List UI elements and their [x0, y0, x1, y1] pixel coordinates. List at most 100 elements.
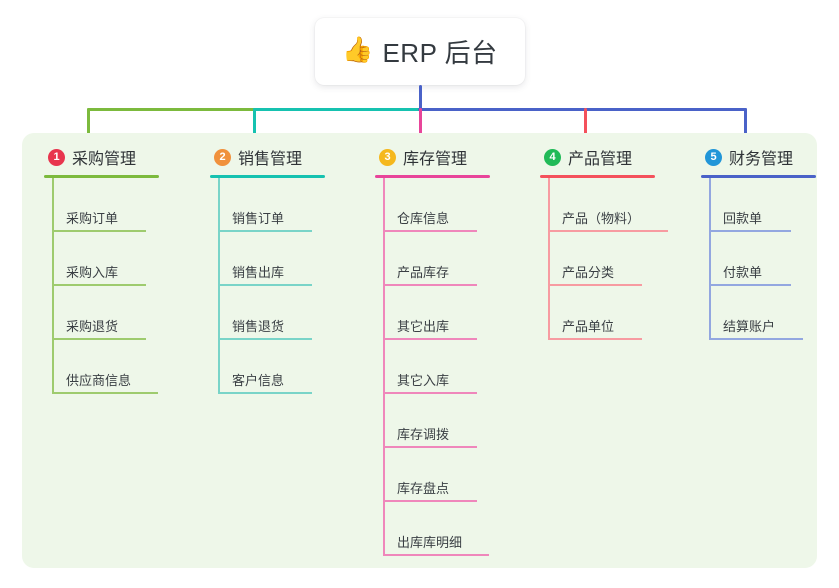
branch-header-product[interactable]: 4 产品管理 — [528, 145, 683, 169]
leaf-item[interactable]: 采购退货 — [54, 286, 162, 340]
leaf-item[interactable]: 供应商信息 — [54, 340, 162, 394]
leaf-item[interactable]: 其它入库 — [385, 340, 493, 394]
branch-header-finance[interactable]: 5 财务管理 — [689, 145, 839, 169]
leaf-label: 付款单 — [723, 265, 763, 280]
branch-header-purchasing[interactable]: 1 采购管理 — [32, 145, 187, 169]
leaf-rule — [385, 500, 477, 502]
leaf-item[interactable]: 付款单 — [711, 232, 819, 286]
leaf-rule — [54, 392, 158, 394]
root-title: ERP 后台 — [382, 38, 498, 68]
branch-spine-inventory — [383, 178, 385, 556]
leaf-label: 产品单位 — [562, 319, 615, 334]
leaf-item[interactable]: 产品分类 — [550, 232, 668, 286]
branch-badge-5: 5 — [705, 148, 722, 166]
leaf-item[interactable]: 结算账户 — [711, 286, 819, 340]
leaf-rule — [385, 446, 477, 448]
leaf-item[interactable]: 产品库存 — [385, 232, 493, 286]
leaf-item[interactable]: 回款单 — [711, 178, 819, 232]
branch-badge-3: 3 — [379, 148, 396, 166]
leaf-item[interactable]: 出库库明细 — [385, 502, 493, 556]
root-node[interactable]: 👍 ERP 后台 — [315, 18, 525, 85]
leaf-label: 客户信息 — [232, 373, 285, 388]
branch-rule-finance — [701, 175, 816, 178]
leaf-label: 采购订单 — [66, 211, 119, 226]
leaf-item[interactable]: 采购订单 — [54, 178, 162, 232]
branch-rule-sales — [210, 175, 325, 178]
leaf-rule — [220, 392, 312, 394]
leaf-label: 库存盘点 — [397, 481, 450, 496]
thumbs-up-icon: 👍 — [342, 36, 374, 64]
leaf-list-purchasing: 采购订单 采购入库 采购退货 供应商信息 — [32, 178, 162, 394]
leaf-list-finance: 回款单 付款单 结算账户 — [689, 178, 819, 340]
leaf-item[interactable]: 销售退货 — [220, 286, 328, 340]
branch-badge-4: 4 — [544, 148, 561, 166]
leaf-rule — [385, 230, 477, 232]
leaf-rule — [220, 284, 312, 286]
leaf-label: 采购退货 — [66, 319, 119, 334]
leaf-label: 结算账户 — [723, 319, 776, 334]
branch-purchasing: 1 采购管理 采购订单 采购入库 采购退货 供应商信息 — [32, 145, 187, 394]
leaf-label: 采购入库 — [66, 265, 119, 280]
leaf-label: 产品库存 — [397, 265, 450, 280]
leaf-item[interactable]: 库存调拨 — [385, 394, 493, 448]
leaf-item[interactable]: 销售出库 — [220, 232, 328, 286]
bus-segment-blue — [418, 108, 747, 111]
bus-segment-green — [87, 108, 255, 111]
branch-sales: 2 销售管理 销售订单 销售出库 销售退货 客户信息 — [198, 145, 353, 394]
leaf-rule — [550, 338, 642, 340]
leaf-item[interactable]: 产品单位 — [550, 286, 668, 340]
leaf-rule — [385, 338, 477, 340]
drop-sales — [253, 108, 256, 145]
branch-title-finance: 财务管理 — [729, 151, 794, 168]
leaf-label: 供应商信息 — [66, 373, 132, 388]
leaf-label: 其它入库 — [397, 373, 450, 388]
branch-spine-sales — [218, 178, 220, 394]
leaf-rule — [385, 284, 477, 286]
branch-title-product: 产品管理 — [568, 151, 633, 168]
root-stem — [419, 85, 422, 110]
branch-rule-inventory — [375, 175, 490, 178]
leaf-rule — [220, 338, 312, 340]
branch-title-inventory: 库存管理 — [403, 151, 468, 168]
leaf-rule — [220, 230, 312, 232]
branch-header-sales[interactable]: 2 销售管理 — [198, 145, 353, 169]
branch-spine-product — [548, 178, 550, 340]
leaf-label: 销售订单 — [232, 211, 285, 226]
leaf-rule — [711, 284, 791, 286]
leaf-rule — [711, 230, 791, 232]
leaf-item[interactable]: 产品（物料） — [550, 178, 668, 232]
leaf-rule — [54, 230, 146, 232]
leaf-item[interactable]: 库存盘点 — [385, 448, 493, 502]
branch-inventory: 3 库存管理 仓库信息 产品库存 其它出库 其它入库 库存调拨 — [363, 145, 518, 556]
leaf-label: 仓库信息 — [397, 211, 450, 226]
branch-spine-purchasing — [52, 178, 54, 394]
branch-badge-2: 2 — [214, 148, 231, 166]
branch-product: 4 产品管理 产品（物料） 产品分类 产品单位 — [528, 145, 683, 340]
leaf-list-inventory: 仓库信息 产品库存 其它出库 其它入库 库存调拨 库存盘点 — [363, 178, 493, 556]
leaf-item[interactable]: 其它出库 — [385, 286, 493, 340]
branch-finance: 5 财务管理 回款单 付款单 结算账户 — [689, 145, 839, 340]
leaf-label: 出库库明细 — [397, 535, 463, 550]
leaf-item[interactable]: 仓库信息 — [385, 178, 493, 232]
drop-inventory — [419, 108, 422, 145]
leaf-rule — [711, 338, 803, 340]
leaf-label: 销售出库 — [232, 265, 285, 280]
drop-purchasing — [87, 108, 90, 145]
leaf-item[interactable]: 销售订单 — [220, 178, 328, 232]
leaf-rule — [54, 284, 146, 286]
branch-title-sales: 销售管理 — [238, 151, 303, 168]
leaf-label: 其它出库 — [397, 319, 450, 334]
branch-header-inventory[interactable]: 3 库存管理 — [363, 145, 518, 169]
leaf-list-sales: 销售订单 销售出库 销售退货 客户信息 — [198, 178, 328, 394]
leaf-item[interactable]: 客户信息 — [220, 340, 328, 394]
drop-product — [584, 108, 587, 145]
leaf-list-product: 产品（物料） 产品分类 产品单位 — [528, 178, 668, 340]
bus-segment-teal — [253, 108, 420, 111]
branch-spine-finance — [709, 178, 711, 340]
diagram-panel — [22, 133, 817, 568]
leaf-item[interactable]: 采购入库 — [54, 232, 162, 286]
leaf-rule — [385, 392, 477, 394]
drop-finance — [744, 108, 747, 145]
leaf-label: 产品（物料） — [562, 211, 641, 226]
